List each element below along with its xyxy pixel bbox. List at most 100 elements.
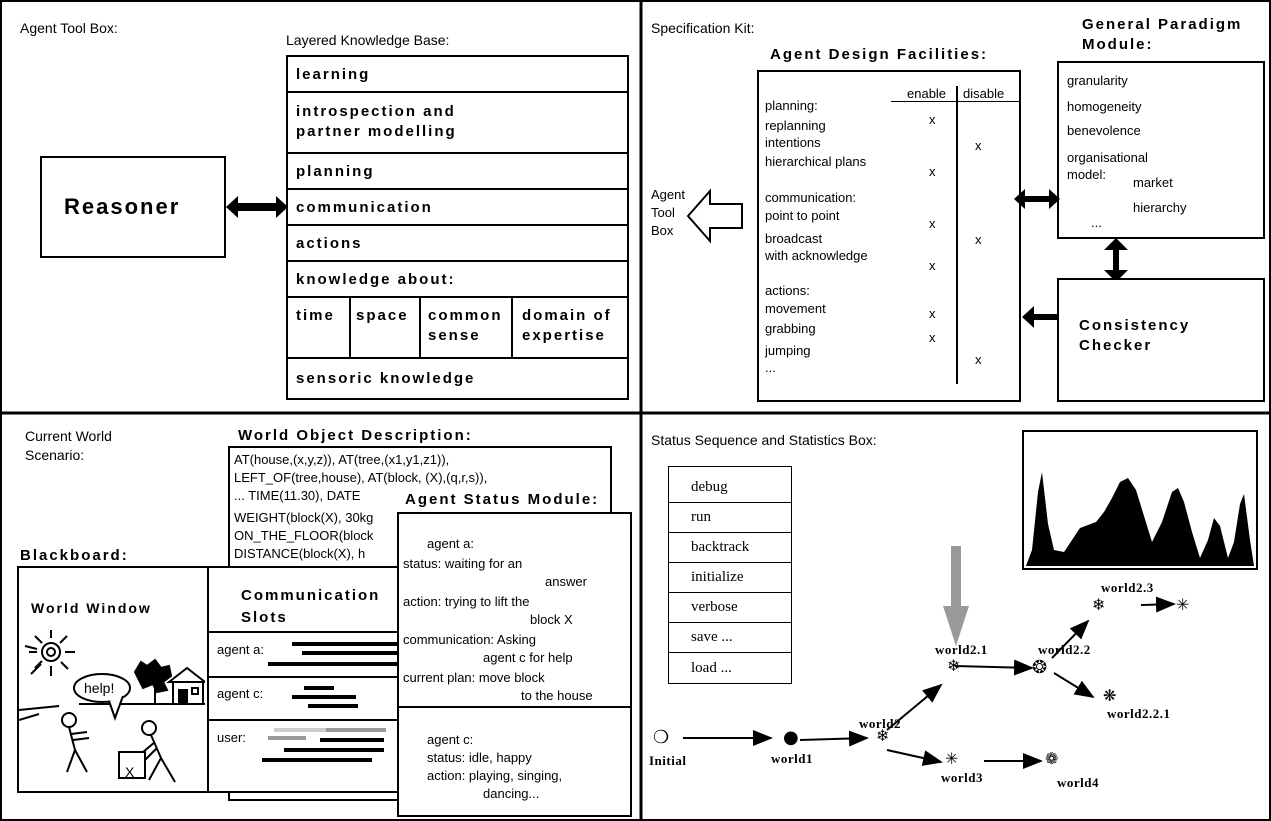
adf-item-with-acknowledge[interactable]: with acknowledge (765, 248, 868, 263)
consistency-checker-box[interactable]: Consistency Checker (1057, 278, 1265, 402)
gpm-item-market[interactable]: market (1133, 175, 1173, 190)
adf-item-broadcast[interactable]: broadcast (765, 231, 823, 246)
mark-grabbing-enable[interactable]: x (929, 330, 936, 345)
wod-line: AT(house,(x,y,z)), AT(tree,(x1,y1,z1)), (234, 452, 450, 467)
agent-c-figure (141, 720, 176, 783)
world2-2-1-state-icon[interactable]: ❋ (1103, 686, 1117, 705)
wod-title: World Object Description: (238, 427, 473, 444)
kb-layer-planning[interactable]: planning (288, 154, 627, 190)
menu-initialize[interactable]: initialize (669, 563, 791, 593)
menu-load[interactable]: load ... (691, 659, 732, 676)
world2-1-state-icon[interactable]: ❄ (947, 656, 961, 675)
world-window-scene (19, 630, 205, 783)
kb-layer-knowledge-about[interactable]: knowledge about: (288, 262, 627, 298)
adf-item-hierarchical-plans[interactable]: hierarchical plans (765, 154, 867, 169)
mark-movement-enable[interactable]: x (929, 306, 936, 321)
gpm-item-hierarchy[interactable]: hierarchy (1133, 200, 1187, 215)
kb-cell-sense: sense (428, 327, 481, 344)
kb-cell-domain[interactable]: domain of (522, 307, 612, 324)
kb-cell-common[interactable]: common (428, 307, 503, 324)
kb-cell-expertise: expertise (522, 327, 606, 344)
asm-title: Agent Status Module: (405, 491, 600, 508)
initial-state-icon[interactable]: ❍ (653, 727, 670, 748)
slot-agent-c[interactable]: agent c: (217, 686, 264, 701)
general-paradigm-module-box: granularity homogeneity benevolence orga… (1057, 61, 1265, 239)
adf-item-communication: communication: (765, 190, 857, 205)
checker-label-2: Checker (1079, 337, 1153, 354)
kb-cell-time[interactable]: time (296, 307, 335, 324)
node-label-initial: Initial (649, 753, 687, 768)
disable-column-header: disable (963, 86, 1005, 101)
world4-state-icon[interactable]: ❁ (1045, 749, 1059, 768)
world2-3-state-icon[interactable]: ❄ (1092, 595, 1106, 614)
menu-save[interactable]: save ... (669, 623, 791, 653)
agent-a-status-line: status: waiting for an (403, 556, 523, 571)
status-menu: debug run backtrack initialize verbose s… (668, 466, 792, 684)
block-x-label: X (125, 764, 135, 780)
world2-state-icon[interactable]: ❄ (876, 726, 890, 745)
gpm-item-organisational: organisational (1067, 150, 1148, 165)
knowledge-base-stack: learning introspection and partner model… (286, 55, 629, 400)
gpm-item-homogeneity[interactable]: homogeneity (1067, 99, 1142, 114)
agent-a-status-line: answer (545, 574, 587, 589)
node-label-world2: world2 (859, 716, 901, 731)
speech-bubble (73, 673, 131, 721)
kb-cell-space[interactable]: space (356, 307, 409, 324)
blackboard-title: Blackboard: (20, 547, 129, 564)
adf-gpm-double-arrow (1014, 189, 1060, 209)
kb-layer-introspection[interactable]: introspection and partner modelling (288, 93, 627, 154)
gpm-item-granularity[interactable]: granularity (1067, 73, 1128, 88)
adf-item-grabbing[interactable]: grabbing (765, 321, 816, 336)
kb-title: Layered Knowledge Base: (286, 32, 450, 48)
adf-item-intentions[interactable]: intentions (765, 135, 821, 150)
gpm-item-model: model: (1067, 167, 1107, 182)
mark-broadcast-disable[interactable]: x (975, 232, 982, 247)
menu-backtrack[interactable]: backtrack (669, 533, 791, 563)
comm-title-2: Slots (241, 609, 288, 626)
agent-status-module-box: agent a: status: waiting for an answer a… (397, 512, 632, 817)
reasoner-box[interactable]: Reasoner (40, 156, 226, 258)
menu-debug[interactable]: debug (669, 472, 791, 503)
menu-run[interactable]: run (669, 503, 791, 533)
node-label-world3: world3 (941, 770, 983, 785)
mark-jumping-disable[interactable]: x (975, 352, 982, 367)
adf-item-point-to-point[interactable]: point to point (765, 208, 840, 223)
agent-tool-box-arrow[interactable] (686, 187, 744, 245)
mark-acknowledge-enable[interactable]: x (929, 258, 936, 273)
agent-c-status-line: agent c: (427, 732, 474, 747)
adf-title: Agent Design Facilities: (770, 46, 989, 63)
gpm-item-benevolence[interactable]: benevolence (1067, 123, 1141, 138)
tree-icon (133, 658, 173, 704)
slot-agent-a[interactable]: agent a: (217, 642, 264, 657)
kb-layer-communication[interactable]: communication (288, 190, 627, 226)
adf-item-jumping[interactable]: jumping (765, 343, 811, 358)
gpm-checker-double-arrow (1104, 238, 1128, 282)
adf-item-replanning[interactable]: replanning (765, 118, 826, 133)
adf-item-ellipsis: ... (765, 360, 776, 375)
world2-2-state-icon[interactable]: ❂ (1032, 657, 1048, 678)
agent-c-status-line: status: idle, happy (427, 750, 532, 765)
menu-verbose[interactable]: verbose (669, 593, 791, 623)
node-label-world2-1: world2.1 (935, 642, 988, 657)
node-label-world2-2: world2.2 (1038, 642, 1091, 657)
kb-layer-introspection-line1: introspection and (296, 103, 456, 120)
kb-layer-learning[interactable]: learning (288, 57, 627, 93)
adf-item-planning: planning: (765, 98, 818, 113)
mark-point-to-point-enable[interactable]: x (929, 216, 936, 231)
kb-knowledge-cells: time space common sense domain of expert… (288, 298, 627, 359)
kb-layer-sensoric[interactable]: sensoric knowledge (296, 370, 476, 387)
agent-a-status-line: current plan: move block (403, 670, 545, 685)
mark-hierarchical-enable[interactable]: x (929, 164, 936, 179)
mark-intentions-disable[interactable]: x (975, 138, 982, 153)
world-title-2: Scenario: (25, 447, 85, 463)
mark-replanning-enable[interactable]: x (929, 112, 936, 127)
world3-state-icon[interactable]: ✳ (945, 749, 959, 768)
reasoner-label: Reasoner (64, 194, 181, 219)
slot-user[interactable]: user: (217, 730, 246, 745)
adf-item-movement[interactable]: movement (765, 301, 826, 316)
kb-layer-actions[interactable]: actions (288, 226, 627, 262)
statistics-chart-box (1022, 430, 1258, 570)
agent-c-status-line: dancing... (483, 786, 540, 801)
world2-3-next-icon[interactable]: ✳ (1176, 595, 1190, 614)
world1-state-icon[interactable]: ● (783, 727, 799, 748)
